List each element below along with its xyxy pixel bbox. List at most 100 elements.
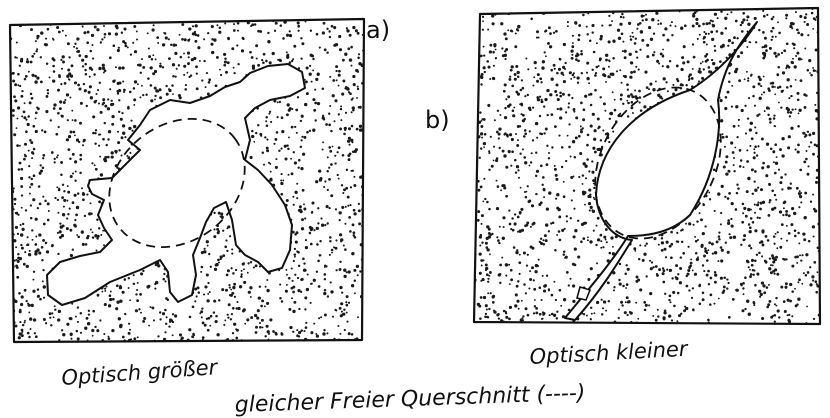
stipple-dot	[771, 36, 773, 38]
stipple-dot	[290, 158, 292, 160]
stipple-dot	[233, 283, 236, 286]
stipple-dot	[774, 143, 777, 146]
stipple-dot	[503, 90, 506, 93]
stipple-dot	[348, 158, 351, 161]
stipple-dot	[517, 280, 519, 282]
stipple-dot	[251, 56, 254, 59]
stipple-dot	[195, 65, 198, 68]
stipple-dot	[296, 132, 298, 134]
stipple-dot	[537, 73, 540, 76]
stipple-dot	[74, 219, 76, 221]
stipple-dot	[731, 202, 734, 205]
stipple-dot	[570, 78, 572, 80]
stipple-dot	[109, 88, 111, 90]
stipple-dot	[57, 253, 59, 255]
stipple-dot	[119, 286, 122, 289]
stipple-dot	[339, 219, 341, 221]
stipple-dot	[96, 329, 99, 332]
stipple-dot	[602, 246, 604, 248]
stipple-dot	[18, 336, 21, 339]
stipple-dot	[118, 66, 121, 69]
stipple-dot	[310, 302, 312, 304]
stipple-dot	[596, 42, 598, 44]
stipple-dot	[778, 66, 781, 69]
stipple-dot	[703, 36, 706, 39]
stipple-dot	[68, 78, 70, 80]
stipple-dot	[559, 91, 562, 94]
stipple-dot	[774, 303, 776, 305]
stipple-dot	[104, 287, 106, 289]
stipple-dot	[509, 306, 512, 309]
stipple-dot	[783, 201, 786, 204]
stipple-dot	[536, 80, 539, 83]
stipple-dot	[309, 226, 312, 229]
stipple-dot	[241, 49, 244, 52]
stipple-dot	[781, 154, 784, 157]
stipple-dot	[12, 109, 15, 112]
stipple-dot	[175, 76, 177, 78]
stipple-dot	[803, 160, 806, 163]
stipple-dot	[334, 120, 336, 122]
stipple-dot	[19, 332, 22, 335]
stipple-dot	[559, 58, 561, 60]
stipple-dot	[607, 281, 610, 284]
stipple-dot	[763, 91, 765, 93]
stipple-dot	[357, 342, 360, 345]
stipple-dot	[528, 165, 530, 167]
stipple-dot	[749, 41, 751, 43]
stipple-dot	[768, 89, 771, 92]
stipple-dot	[30, 28, 33, 31]
stipple-dot	[806, 23, 809, 26]
stipple-dot	[505, 37, 508, 40]
stipple-dot	[675, 276, 677, 278]
stipple-dot	[540, 164, 543, 167]
stipple-dot	[555, 198, 557, 200]
stipple-dot	[42, 157, 44, 159]
stipple-dot	[66, 93, 69, 96]
stipple-dot	[754, 126, 756, 128]
stipple-dot	[655, 12, 658, 15]
stipple-dot	[185, 84, 187, 86]
stipple-dot	[677, 273, 679, 275]
stipple-dot	[482, 16, 484, 18]
stipple-dot	[26, 300, 28, 302]
stipple-dot	[165, 85, 167, 87]
stipple-dot	[680, 256, 682, 258]
stipple-dot	[574, 248, 577, 251]
stipple-dot	[736, 184, 738, 186]
stipple-dot	[538, 259, 540, 261]
stipple-dot	[791, 207, 794, 210]
stipple-dot	[54, 308, 56, 310]
stipple-dot	[696, 220, 698, 222]
stipple-dot	[603, 236, 606, 239]
stipple-dot	[726, 278, 728, 280]
stipple-dot	[600, 247, 602, 249]
stipple-dot	[133, 17, 136, 20]
stipple-dot	[784, 310, 787, 313]
stipple-dot	[340, 302, 343, 305]
stipple-dot	[624, 311, 627, 314]
stipple-dot	[782, 71, 785, 74]
stipple-dot	[540, 81, 542, 83]
stipple-dot	[580, 240, 583, 243]
stipple-dot	[728, 81, 731, 84]
stipple-dot	[490, 44, 493, 47]
stipple-dot	[722, 136, 725, 139]
stipple-dot	[516, 165, 519, 168]
stipple-dot	[591, 69, 593, 71]
stipple-dot	[770, 316, 773, 319]
stipple-dot	[794, 288, 796, 290]
stipple-dot	[690, 262, 693, 265]
stipple-dot	[23, 111, 26, 114]
stipple-dot	[632, 112, 634, 114]
stipple-dot	[78, 87, 81, 90]
stipple-dot	[499, 273, 502, 276]
stipple-dot	[255, 331, 258, 334]
stipple-dot	[768, 284, 770, 286]
stipple-dot	[765, 174, 768, 177]
stipple-dot	[346, 312, 348, 314]
stipple-dot	[24, 289, 27, 292]
stipple-dot	[57, 154, 59, 156]
stipple-dot	[279, 101, 281, 103]
stipple-dot	[89, 76, 91, 78]
